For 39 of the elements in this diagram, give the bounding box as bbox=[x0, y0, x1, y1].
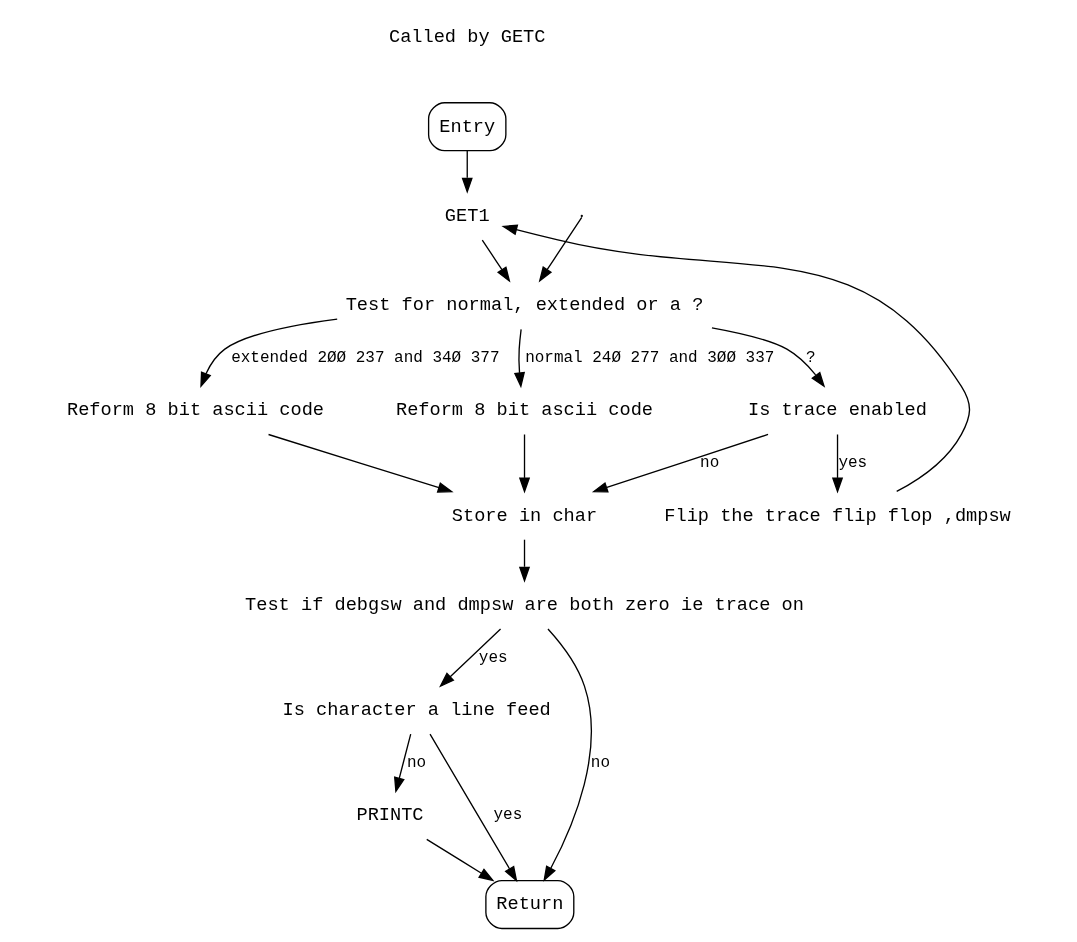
edge-label: no bbox=[590, 753, 611, 772]
arrow bbox=[267, 433, 454, 493]
arrow bbox=[393, 733, 412, 794]
edge-label: ? bbox=[806, 348, 816, 367]
arrow bbox=[518, 433, 531, 494]
arrow bbox=[439, 628, 502, 688]
arrow bbox=[711, 327, 826, 388]
edge-label: no bbox=[700, 454, 720, 473]
edge-label: yes bbox=[493, 806, 523, 825]
arrow bbox=[426, 838, 495, 882]
edge-label: no bbox=[407, 753, 427, 772]
node-text: Store in char bbox=[451, 504, 598, 527]
arrow bbox=[200, 318, 338, 389]
node-text: Is trace enabled bbox=[748, 399, 927, 422]
edge-label: yes bbox=[478, 648, 508, 667]
edge-label: extended 2ØØ 237 and 34Ø 377 bbox=[231, 348, 500, 367]
arrow bbox=[831, 433, 844, 494]
arrow bbox=[538, 216, 583, 283]
arrow bbox=[429, 733, 518, 883]
arrow bbox=[501, 224, 971, 493]
node-text: PRINTC bbox=[356, 804, 424, 827]
node-text: Test for normal, extended or a ? bbox=[345, 294, 704, 317]
node-box: Return bbox=[485, 879, 575, 930]
label: Called by GETC bbox=[389, 26, 546, 49]
node-text: Reform 8 bit ascii code bbox=[66, 399, 325, 422]
node-text: Flip the trace flip flop ,dmpsw bbox=[664, 504, 1011, 527]
node-text: Reform 8 bit ascii code bbox=[395, 399, 654, 422]
node-text: Is character a line feed bbox=[282, 699, 551, 722]
edge-label: normal 24Ø 277 and 3ØØ 337 bbox=[525, 348, 775, 367]
edge-label: yes bbox=[838, 454, 868, 473]
arrow bbox=[481, 239, 511, 283]
arrow bbox=[513, 328, 526, 389]
node-box: Entry bbox=[427, 102, 507, 152]
node-text: Test if debgsw and dmpsw are both zero ie trace on bbox=[245, 593, 804, 616]
node-text: GET1 bbox=[444, 204, 490, 227]
arrow bbox=[461, 150, 473, 194]
arrow bbox=[543, 628, 592, 882]
arrow bbox=[591, 433, 769, 493]
arrow bbox=[518, 539, 531, 583]
